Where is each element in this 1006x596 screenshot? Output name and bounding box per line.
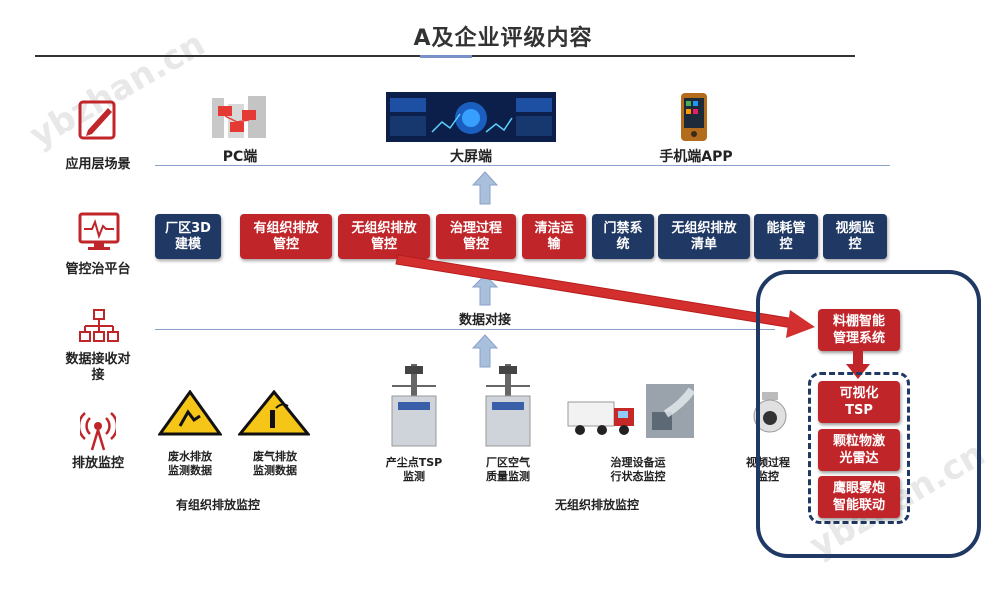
device-wastewater-label: 废水排放 监测数据 (168, 450, 212, 477)
up-arrow-icon (472, 274, 498, 306)
module-3d-modeling[interactable]: 厂区3D 建模 (155, 214, 221, 259)
down-arrow-icon (846, 351, 870, 379)
up-arrow-icon (472, 334, 498, 368)
air-quality-station-image (485, 364, 531, 447)
signal-tower-icon (80, 412, 116, 451)
pc-network-icon (212, 96, 266, 138)
ptz-camera-icon (753, 392, 787, 433)
pencil-icon (78, 100, 116, 140)
terminal-pc-label: PC端 (222, 149, 258, 165)
device-wastegas-label: 废气排放 监测数据 (253, 450, 297, 477)
page-title: A及企业评级内容 (413, 26, 593, 51)
layer-platform-label: 管控治平台 (65, 262, 131, 277)
title-accent (420, 55, 472, 58)
layer-application-label: 应用层场景 (65, 157, 131, 172)
application-baseline (155, 165, 890, 166)
visual-tsp-item[interactable]: 可视化 TSP (818, 381, 900, 423)
layer-monitor-label: 排放监控 (71, 456, 124, 471)
group-organized-label: 有组织排放监控 (176, 498, 261, 512)
layer-data-label: 数据接收对 接 (65, 352, 131, 383)
fog-cannon-image (646, 384, 694, 438)
subsystem-group (808, 372, 910, 524)
module-unorganized-emission-control[interactable]: 无组织排放 管控 (338, 214, 430, 259)
stockyard-system-panel (756, 270, 981, 558)
wastegas-warning-icon (238, 390, 310, 436)
device-air-quality-label: 厂区空气 质量监测 (486, 456, 530, 483)
module-treatment-process-control[interactable]: 治理过程 管控 (436, 214, 516, 259)
network-tree-icon (79, 309, 119, 342)
module-organized-emission-control[interactable]: 有组织排放 管控 (240, 214, 332, 259)
device-treatment-label: 治理设备运 行状态监控 (610, 456, 666, 483)
eagle-eye-fog-cannon-item[interactable]: 鹰眼雾炮 智能联动 (818, 476, 900, 518)
up-arrow-icon (472, 171, 498, 205)
terminal-mobile-label: 手机端APP (659, 149, 733, 165)
module-unorganized-emission-list[interactable]: 无组织排放 清单 (658, 214, 750, 259)
device-tsp-label: 产尘点TSP 监测 (385, 456, 443, 483)
terminal-bigscreen-label: 大屏端 (450, 149, 492, 165)
wastewater-warning-icon (158, 390, 222, 436)
tsp-monitor-station-image (391, 364, 437, 447)
truck-image (567, 401, 634, 435)
big-screen-dashboard-image (386, 92, 556, 142)
stockyard-management-system[interactable]: 料棚智能 管理系统 (818, 309, 900, 351)
module-access-control[interactable]: 门禁系 统 (592, 214, 654, 259)
module-clean-transport[interactable]: 清洁运 输 (522, 214, 586, 259)
particle-lidar-item[interactable]: 颗粒物激 光雷达 (818, 429, 900, 471)
data-link-label: 数据对接 (458, 313, 511, 328)
data-baseline (155, 329, 775, 330)
module-energy-control[interactable]: 能耗管 控 (754, 214, 818, 259)
group-unorganized-label: 无组织排放监控 (555, 498, 640, 512)
mobile-phone-icon (681, 93, 707, 141)
module-video-monitoring[interactable]: 视频监 控 (823, 214, 887, 259)
monitor-icon (78, 212, 120, 250)
